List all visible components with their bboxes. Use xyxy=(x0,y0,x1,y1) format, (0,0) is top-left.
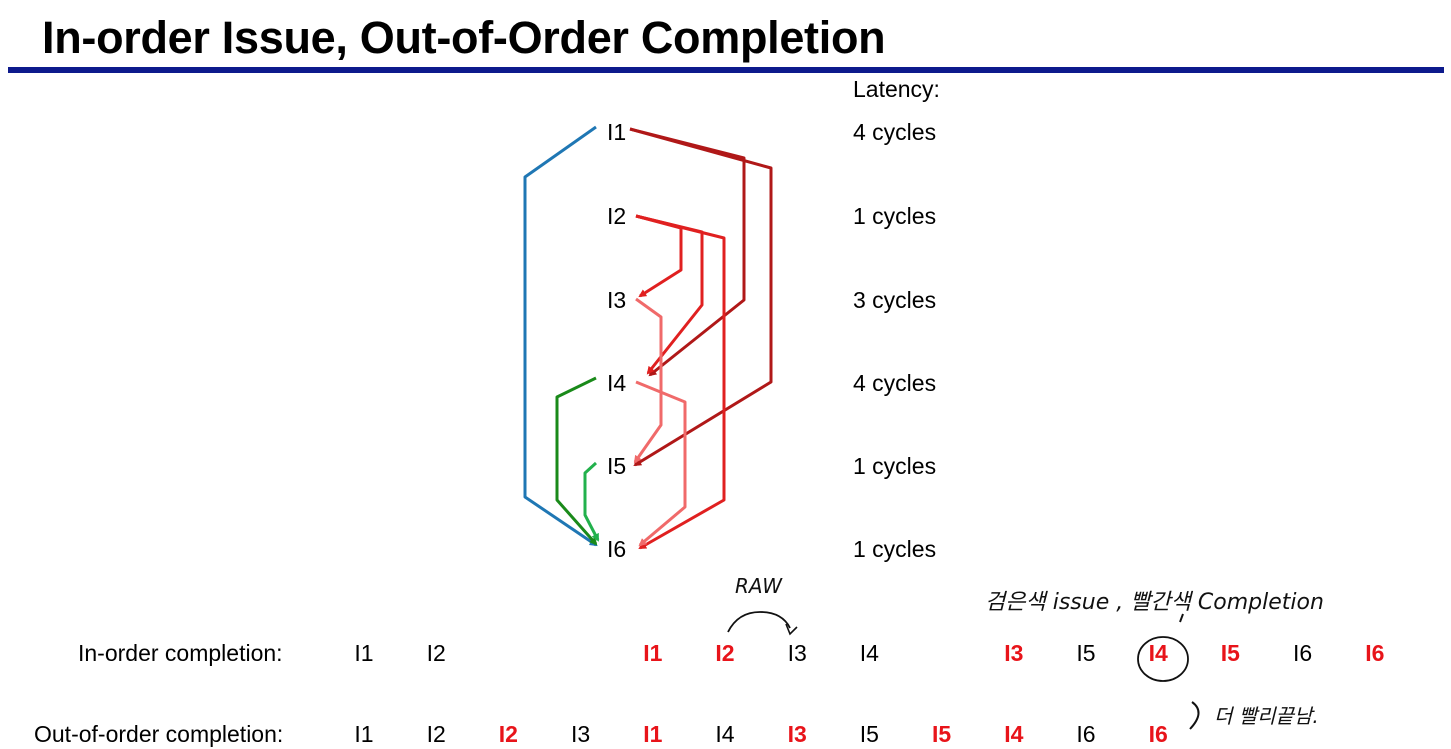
raw-annotation: RAW xyxy=(735,574,783,598)
title-rule xyxy=(8,67,1444,73)
out-of-order-row-label: Out-of-order completion: xyxy=(34,721,284,747)
out-of-order-cell-1: I1 xyxy=(354,721,374,747)
out-of-order-cell-3: I2 xyxy=(498,721,518,747)
in-order-cell-5: I1 xyxy=(643,640,663,666)
in-order-cell-15: I6 xyxy=(1365,640,1385,666)
latency-i6: 1 cycles xyxy=(853,536,937,562)
in-order-cell-1: I1 xyxy=(354,640,374,666)
comma-mark xyxy=(1179,613,1184,623)
handwritten-brace xyxy=(1189,701,1200,730)
in-order-cell-2: I2 xyxy=(426,640,446,666)
legend-annotation: 검은색 issue , 빨간색 Completion xyxy=(985,590,1324,615)
in-order-cell-14: I6 xyxy=(1293,640,1313,666)
in-order-cell-12: I4 xyxy=(1148,640,1168,666)
arrow-i4-i6-green xyxy=(555,376,598,546)
out-of-order-cell-7: I3 xyxy=(787,721,807,747)
latency-i5: 1 cycles xyxy=(853,453,937,479)
arrow-i5-i6 xyxy=(583,461,600,542)
latency-i1: 4 cycles xyxy=(853,119,937,145)
in-order-cell-8: I4 xyxy=(859,640,879,666)
arrow-i1-i6-blue xyxy=(523,125,598,547)
latency-header: Latency: xyxy=(853,76,940,102)
instruction-label-i5: I5 xyxy=(607,453,627,479)
out-of-order-cell-2: I2 xyxy=(426,721,446,747)
out-of-order-cell-9: I5 xyxy=(932,721,952,747)
arrow-i2-i6 xyxy=(635,214,726,550)
out-of-order-cell-11: I6 xyxy=(1076,721,1096,747)
instruction-label-i4: I4 xyxy=(607,370,627,396)
latency-i3: 3 cycles xyxy=(853,287,937,313)
raw-bracket-tip xyxy=(785,623,798,636)
instruction-label-i6: I6 xyxy=(607,536,627,562)
arrow-i3-i5 xyxy=(633,297,663,464)
i4-circle xyxy=(1137,636,1189,682)
raw-bracket xyxy=(727,611,791,633)
in-order-cell-10: I3 xyxy=(1004,640,1024,666)
out-of-order-cell-12: I6 xyxy=(1148,721,1168,747)
out-of-order-cell-10: I4 xyxy=(1004,721,1024,747)
instruction-label-i3: I3 xyxy=(607,287,627,313)
out-of-order-cell-6: I4 xyxy=(715,721,735,747)
in-order-cell-6: I2 xyxy=(715,640,735,666)
arrow-i2-i3 xyxy=(635,214,683,298)
arrow-i2-i4 xyxy=(635,214,704,375)
arrow-i4-i6-pink xyxy=(635,380,687,547)
instruction-label-i2: I2 xyxy=(607,203,627,229)
out-of-order-cell-5: I1 xyxy=(643,721,663,747)
instruction-label-i1: I1 xyxy=(607,119,627,145)
in-order-cell-7: I3 xyxy=(787,640,807,666)
out-of-order-cell-8: I5 xyxy=(859,721,879,747)
in-order-cell-11: I5 xyxy=(1076,640,1096,666)
latency-i2: 1 cycles xyxy=(853,203,937,229)
latency-i4: 4 cycles xyxy=(853,370,937,396)
in-order-row-label: In-order completion: xyxy=(78,640,283,666)
arrow-i1-i5 xyxy=(629,127,773,467)
slide-title: In-order Issue, Out-of-Order Completion xyxy=(42,12,886,63)
faster-annotation: 더 빨리끝남. xyxy=(1214,704,1319,728)
out-of-order-cell-4: I3 xyxy=(571,721,591,747)
arrow-i1-i4 xyxy=(629,127,746,377)
in-order-cell-13: I5 xyxy=(1220,640,1240,666)
